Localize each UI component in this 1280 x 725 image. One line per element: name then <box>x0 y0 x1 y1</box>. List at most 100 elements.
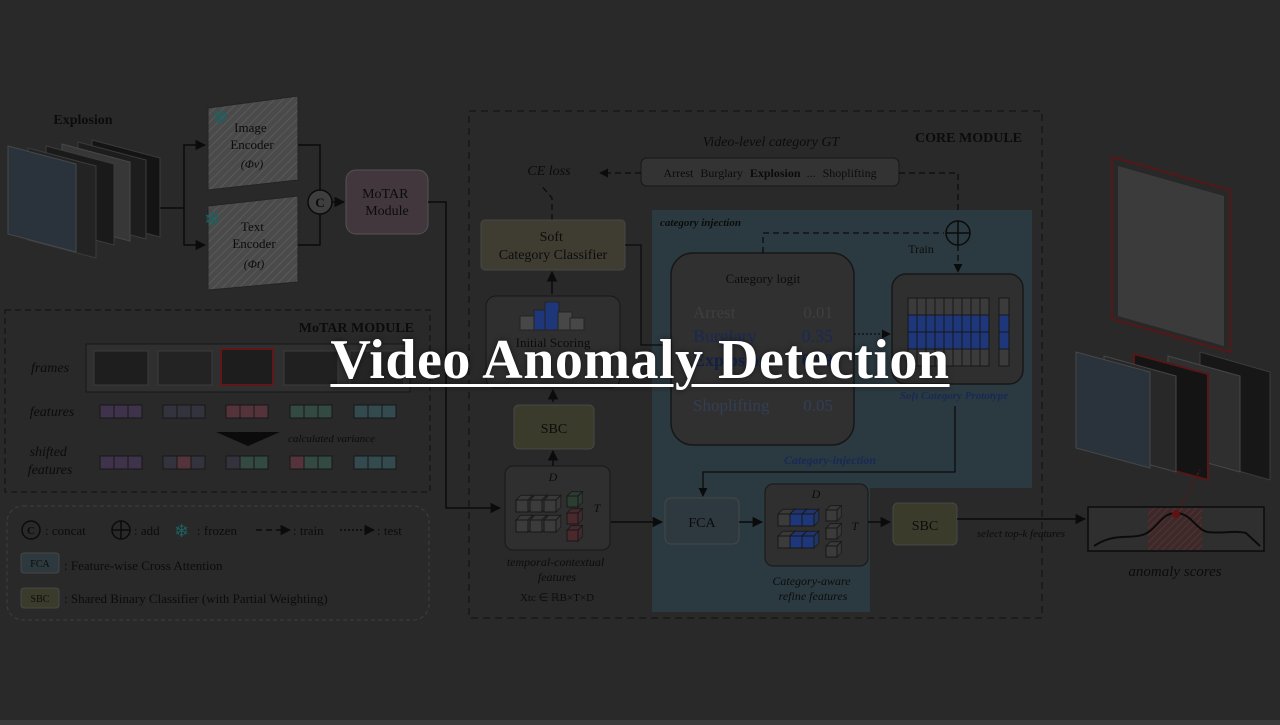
legend-panel <box>6 505 430 621</box>
fca-legend-tag <box>20 552 60 574</box>
frame-thumbnails <box>93 348 405 386</box>
add-icon <box>111 520 131 540</box>
shifted-feature-cell <box>381 455 397 470</box>
prototype-cell <box>979 348 990 367</box>
sbc-box <box>513 404 595 450</box>
prototype-side-cell <box>998 348 1010 367</box>
motar-module-panel <box>4 309 431 493</box>
core-module-title: CORE MODULE <box>915 131 1022 146</box>
image-encoder-label: Image Encoder <box>230 120 274 152</box>
aware-cube-side-side <box>836 504 842 523</box>
aware-cube <box>777 513 791 527</box>
aware-cube-side <box>813 529 820 550</box>
prototype-cell <box>934 297 945 316</box>
feature-cell <box>317 404 333 419</box>
aware-cube-side <box>825 527 838 540</box>
temporal-features-label: temporal-contextual features <box>507 555 607 584</box>
bar-blocks-icon <box>519 301 585 331</box>
feature-cell <box>367 404 383 419</box>
temporal-dim-d: D <box>548 470 558 484</box>
aware-cube-side <box>813 507 820 528</box>
aware-cube-side-side <box>836 522 842 541</box>
shifted-feature-cell <box>353 455 369 470</box>
row-label-shifted: shifted features <box>28 445 73 478</box>
aware-cube <box>777 535 791 549</box>
concat-legend-symbol: C <box>27 525 35 537</box>
shifted-feature-cell <box>113 455 129 470</box>
temporal-cube <box>529 519 543 533</box>
feature-cell <box>113 404 129 419</box>
shifted-feature-cell <box>253 455 269 470</box>
temporal-cube-colored <box>566 529 579 542</box>
shifted-feature-cell <box>176 455 192 470</box>
prototype-cell <box>925 297 936 316</box>
fca-legend-tag-label: FCA <box>30 559 50 570</box>
frozen-icon-2: ❄ <box>204 209 221 231</box>
shifted-feature-cell <box>99 455 115 470</box>
slide-title: Video Anomaly Detection <box>330 329 950 391</box>
category-aware-label: Category-aware refine features <box>772 574 853 603</box>
prototype-cell <box>970 297 981 316</box>
motar-module-box <box>345 169 429 235</box>
legend-train: : train <box>293 523 324 538</box>
fca-label: FCA <box>688 516 716 531</box>
sbc-legend-tag <box>20 587 60 609</box>
down-arrow-icon <box>216 432 280 446</box>
shifted-feature-cell <box>162 455 178 470</box>
logit-value-arrest: 0.01 <box>803 303 833 322</box>
temporal-cube-colored-side <box>577 490 583 509</box>
temporal-cubes <box>514 490 584 543</box>
shifted-feature-row <box>99 455 397 470</box>
image-encoder: Image Encoder (Φv) <box>207 95 299 191</box>
feature-cell <box>176 404 192 419</box>
prototype-cell <box>916 297 927 316</box>
aware-cube <box>801 535 815 549</box>
logit-name-burglary: Burglary <box>693 326 757 346</box>
category-aware-cubes <box>776 504 843 559</box>
logit-value-burglary: 0.35 <box>802 326 834 346</box>
feature-cell <box>225 404 241 419</box>
frozen-icon: ❄ <box>212 107 229 129</box>
variance-note: calculated variance <box>288 433 375 445</box>
logit-value-shoplifting: 0.05 <box>803 396 833 415</box>
legend-add: : add <box>134 523 160 538</box>
shifted-feature-cell <box>127 455 143 470</box>
prototype-cell <box>952 297 963 316</box>
prototype-cell <box>943 297 954 316</box>
motar-module-title: MoTAR MODULE <box>299 321 414 336</box>
feature-cell <box>190 404 206 419</box>
legend-concat: : concat <box>45 523 86 538</box>
temporal-formula: Xtc ∈ ℝB×T×D <box>520 592 594 604</box>
shifted-feature-cell <box>303 455 319 470</box>
shifted-feature-cell <box>190 455 206 470</box>
soft-category-prototype-label: Soft Category Prototype <box>900 390 1008 402</box>
gt-items: Arrest Burglary Explosion ... Shopliftin… <box>663 166 876 180</box>
legend-frozen: : frozen <box>197 523 238 538</box>
temporal-cube <box>515 499 529 513</box>
gt-heading: Video-level category GT <box>703 135 841 150</box>
feature-row <box>99 404 397 419</box>
fca-box <box>664 497 740 545</box>
aware-cube <box>801 513 815 527</box>
temporal-cube-colored <box>566 495 579 508</box>
output-frame-large <box>1111 155 1231 354</box>
text-encoder: Text Encoder (Φt) <box>207 195 299 291</box>
aware-cube <box>789 513 803 527</box>
feature-cell <box>303 404 319 419</box>
category-logit-title: Category logit <box>726 271 801 286</box>
feature-cell <box>289 404 305 419</box>
feature-cell <box>353 404 369 419</box>
prototype-cell <box>961 297 972 316</box>
temporal-cube-side <box>555 493 562 514</box>
feature-cell <box>162 404 178 419</box>
aware-cube <box>789 535 803 549</box>
train-label: Train <box>908 242 934 256</box>
temporal-cube-colored-side <box>577 507 583 526</box>
temporal-cube-side <box>555 513 562 534</box>
legend-sbc-desc: : Shared Binary Classifier (with Partial… <box>64 591 328 606</box>
temporal-dim-t: T <box>594 501 602 515</box>
sbc-label-2: SBC <box>912 519 938 534</box>
ce-loss-label: CE loss <box>527 164 571 179</box>
